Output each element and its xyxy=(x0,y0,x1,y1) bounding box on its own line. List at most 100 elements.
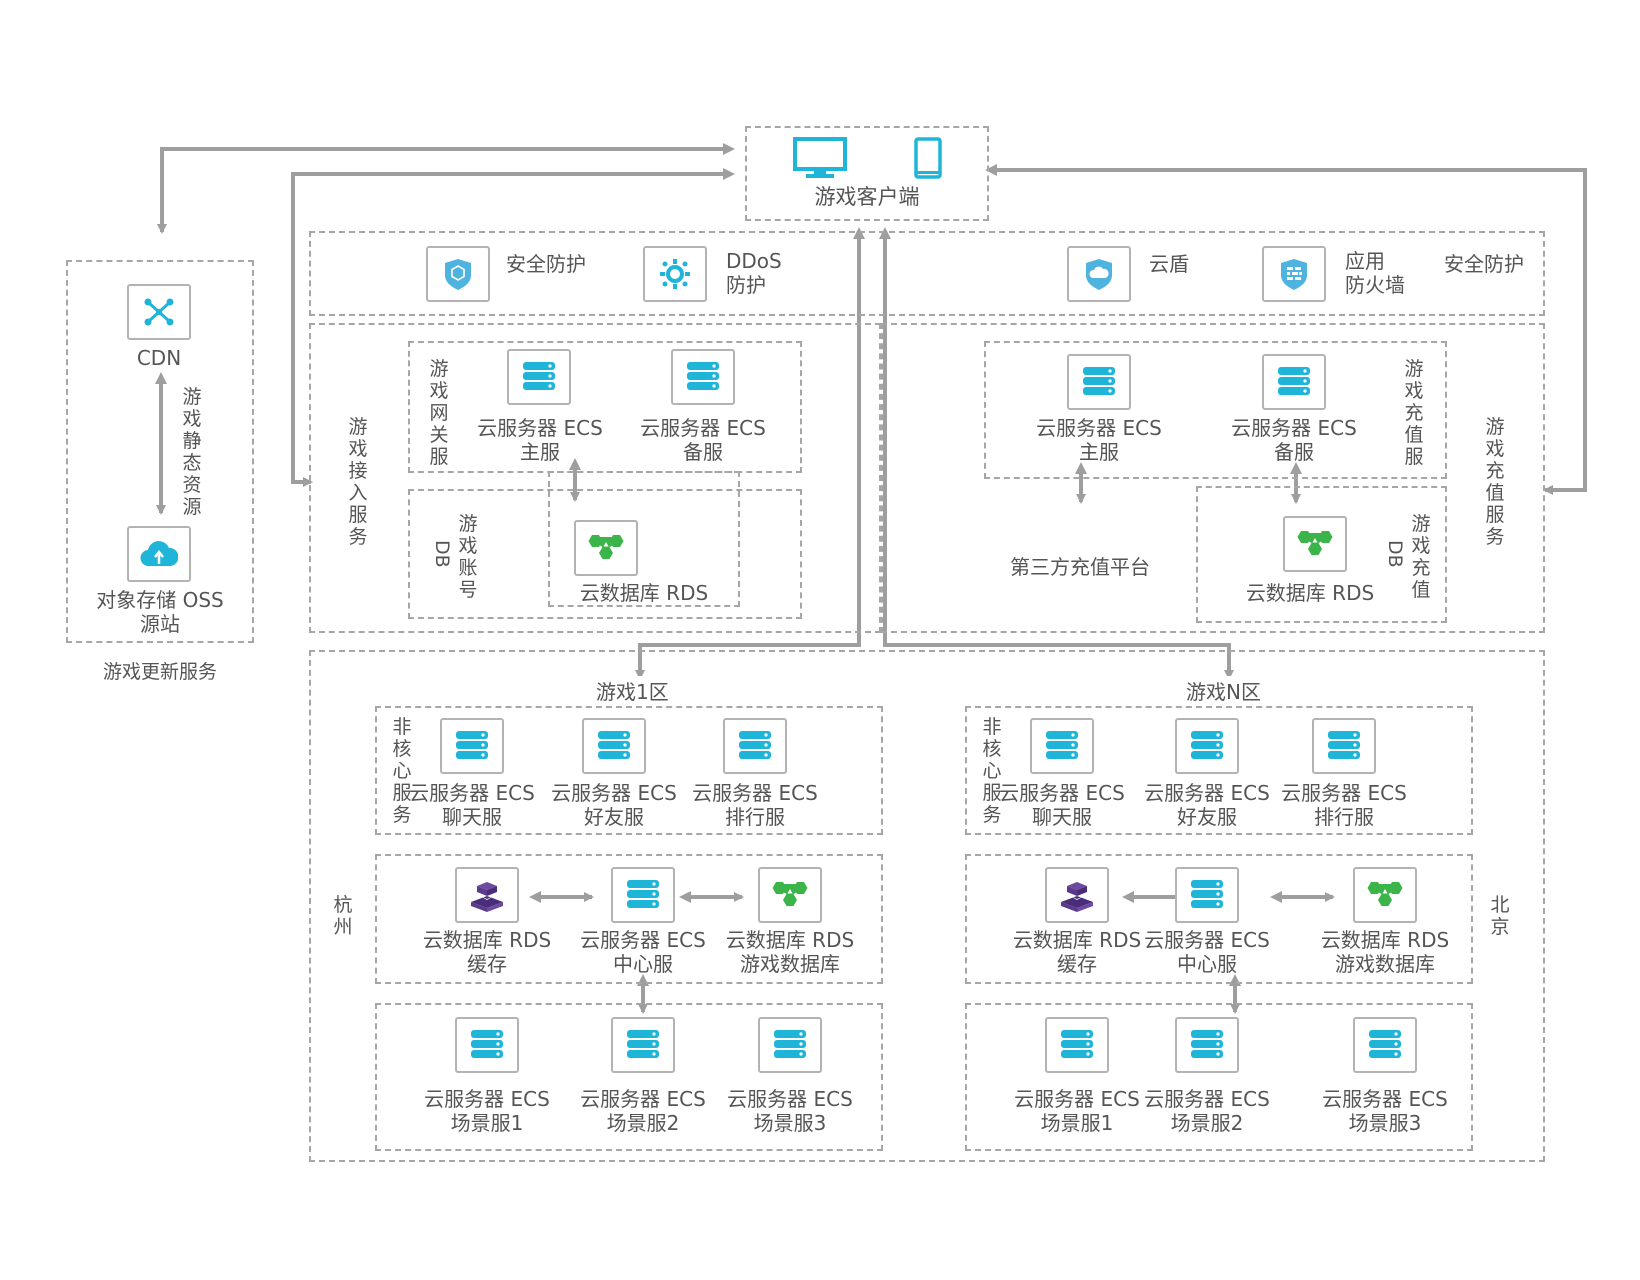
ecs-server-icon xyxy=(683,360,723,394)
arrow-client-recharge xyxy=(985,164,1587,495)
noncore-server-box xyxy=(440,718,504,774)
label-line2: 场景服2 xyxy=(606,1111,680,1135)
ecs-server-icon xyxy=(594,729,634,763)
noncore-title: 非核心服务 xyxy=(982,716,1002,826)
label-line2: 游戏数据库 xyxy=(740,952,840,976)
security-protection-label: 安全防护 xyxy=(506,252,586,276)
scene-server-box xyxy=(1045,1017,1109,1073)
ddos-gear-icon xyxy=(660,259,690,289)
ecs-server-icon xyxy=(623,1028,663,1062)
arrow-client-update xyxy=(157,143,735,234)
account-db-inner xyxy=(548,471,740,607)
cloud-shield-box xyxy=(1067,246,1131,302)
security-protection-box xyxy=(426,246,490,302)
label-line2: 场景服3 xyxy=(753,1111,827,1135)
tablet-icon xyxy=(913,136,943,184)
third-party-label: 第三方充值平台 xyxy=(1010,555,1150,579)
update-service-group xyxy=(66,260,254,643)
cdn-label: CDN xyxy=(136,346,182,370)
client-group xyxy=(745,126,989,221)
cloud-shield-label: 云盾 xyxy=(1149,252,1189,276)
ecs-server-icon xyxy=(1042,729,1082,763)
gateway-main-box xyxy=(507,349,571,405)
label-line1: 云服务器 ECS xyxy=(692,781,818,805)
label-line2: 场景服1 xyxy=(1040,1111,1114,1135)
firewall-label-line2: 防火墙 xyxy=(1345,273,1405,297)
zone-title: 游戏1区 xyxy=(590,676,675,705)
label-line1: 云服务器 ECS xyxy=(409,781,535,805)
cdn-box xyxy=(127,284,191,340)
label-line1: 云服务器 ECS xyxy=(1144,781,1270,805)
recharge-db-group xyxy=(1196,486,1447,623)
label-line2: 缓存 xyxy=(1057,952,1097,976)
arrow-client-zone1 xyxy=(635,227,865,680)
label-line2: 好友服 xyxy=(584,805,644,829)
ecs-server-icon xyxy=(1057,1028,1097,1062)
recharge-server-title: 游戏充值服 xyxy=(1404,358,1424,468)
label-line1: 云服务器 ECS xyxy=(580,928,706,952)
label-line2: 缓存 xyxy=(467,952,507,976)
core-group xyxy=(965,854,1473,984)
static-resource-label: 游戏静态资源 xyxy=(182,386,202,518)
account-db-group xyxy=(408,489,802,619)
regions-group xyxy=(309,650,1545,1162)
label-line1: 云数据库 RDS xyxy=(422,928,552,952)
label-line1: 云数据库 RDS xyxy=(1320,928,1450,952)
ecs-server-icon xyxy=(467,1028,507,1062)
label-line1: 云服务器 ECS xyxy=(1231,416,1357,440)
rds-db-icon xyxy=(1295,527,1335,561)
recharge-db-title-sub: DB xyxy=(1384,540,1406,568)
label-line1: 云服务器 ECS xyxy=(1322,1087,1448,1111)
recharge-main-label: 云服务器 ECS 主服 xyxy=(1024,416,1174,464)
ddos-box xyxy=(643,246,707,302)
ecs-server-icon xyxy=(1187,878,1227,912)
rds-db-icon xyxy=(770,878,810,912)
core-item-box xyxy=(758,867,822,923)
label-line2: 好友服 xyxy=(1177,805,1237,829)
label-line1: 云服务器 ECS xyxy=(1014,1087,1140,1111)
gateway-backup-label: 云服务器 ECS 备服 xyxy=(628,416,778,464)
scene-group xyxy=(375,1003,883,1151)
firewall-box xyxy=(1262,246,1326,302)
scene-server-box xyxy=(1353,1017,1417,1073)
label-line1: 云服务器 ECS xyxy=(1036,416,1162,440)
ddos-label: DDoS 防护 xyxy=(726,249,782,297)
label-line2: 备服 xyxy=(1274,440,1314,464)
label-line2: 主服 xyxy=(520,440,560,464)
access-service-group xyxy=(309,323,881,633)
scene-server-box xyxy=(611,1017,675,1073)
label-line2: 排行服 xyxy=(1314,805,1374,829)
noncore-server-box xyxy=(582,718,646,774)
ecs-server-icon xyxy=(770,1028,810,1062)
noncore-server-box xyxy=(1175,718,1239,774)
label-line1: 云服务器 ECS xyxy=(580,1087,706,1111)
label-line2: 备服 xyxy=(683,440,723,464)
ecs-server-icon xyxy=(519,360,559,394)
rds-cache-icon xyxy=(467,878,507,912)
label-line1: 云服务器 ECS xyxy=(424,1087,550,1111)
cloud-shield-icon xyxy=(1086,259,1112,290)
label-line2: 中心服 xyxy=(1177,952,1237,976)
security-bar xyxy=(309,231,1545,316)
core-group xyxy=(375,854,883,984)
rds-db-icon xyxy=(586,531,626,565)
account-rds-label: 云数据库 RDS xyxy=(579,581,709,605)
ecs-server-icon xyxy=(1079,365,1119,399)
client-label: 游戏客户端 xyxy=(814,185,920,209)
noncore-server-box xyxy=(723,718,787,774)
update-service-title: 游戏更新服务 xyxy=(102,661,217,683)
gateway-main-label: 云服务器 ECS 主服 xyxy=(465,416,615,464)
zone-title: 游戏N区 xyxy=(1180,676,1267,705)
firewall-shield-icon xyxy=(1281,259,1307,290)
account-db-title-main: 游戏账号 xyxy=(458,513,478,601)
label-line1: 云数据库 RDS xyxy=(725,928,855,952)
